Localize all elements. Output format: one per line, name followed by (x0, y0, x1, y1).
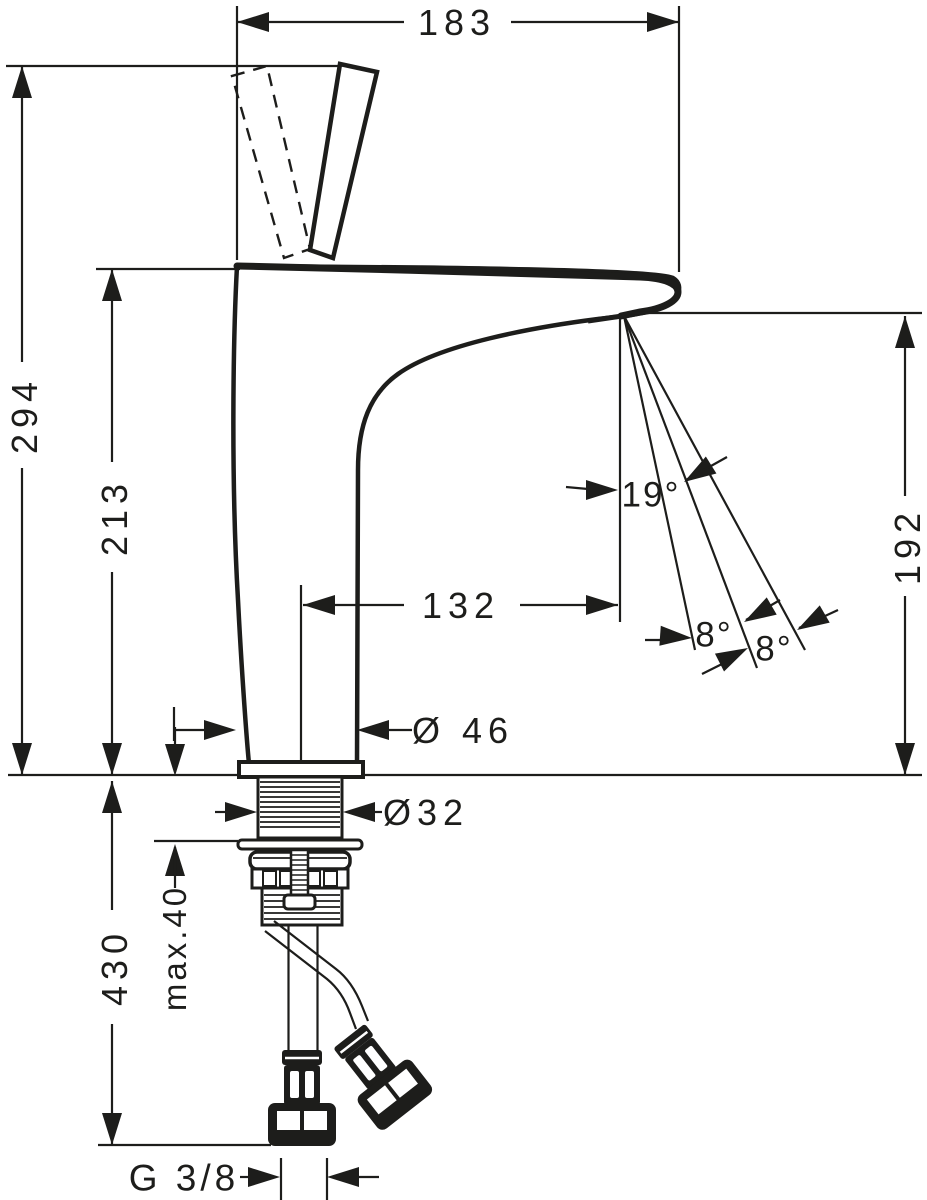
dimension-shank-diameter: Ø32 (215, 792, 469, 833)
stud-thread-hatch (292, 854, 307, 891)
hose-diagonal-wall-a (273, 920, 370, 1022)
angle-line-1 (622, 315, 697, 651)
dimension-outlet-height: 192 (630, 311, 927, 775)
angle-label-8-second: 8° (755, 630, 792, 669)
arrowhead (327, 1167, 359, 1187)
body-outline (231, 263, 682, 767)
dim-label-294: 294 (4, 376, 45, 454)
arrowhead (895, 743, 915, 775)
arrowhead (165, 744, 185, 776)
arrowhead (248, 1167, 280, 1187)
arrowhead (357, 720, 389, 740)
dim-label-dia32: Ø32 (383, 792, 469, 833)
hose-vertical (287, 925, 319, 1051)
leader (685, 456, 728, 481)
dim-label-213: 213 (94, 478, 135, 556)
spout-angle-fan: 19° 8° 8° (565, 315, 839, 675)
dim-label-132: 132 (422, 585, 500, 626)
arrowhead (343, 802, 375, 822)
dimension-angle-step-2: 8° (701, 605, 839, 675)
mounting-shank (237, 760, 365, 840)
arrowhead (12, 66, 32, 98)
stud-nut (282, 893, 317, 911)
dim-label-192: 192 (887, 507, 927, 585)
hose-diagonal-wall-b (264, 930, 358, 1030)
mounting-nut-assembly (236, 838, 364, 927)
dimension-body-diameter: Ø 46 (172, 707, 514, 751)
dimension-angle-step-1: 8° (645, 597, 781, 655)
faucet-body (230, 61, 682, 767)
leader (565, 485, 589, 491)
arrowhead (895, 316, 915, 348)
arrowhead (102, 269, 122, 301)
body-base-plate (237, 760, 365, 779)
hose-connector-left (266, 1048, 338, 1148)
arrowhead (102, 781, 122, 813)
dimension-body-height: 213 (94, 267, 240, 775)
dimension-handle-angle: 19° (565, 456, 728, 515)
angle-label-19: 19° (622, 476, 681, 515)
arrowhead (586, 480, 618, 500)
angle-line-3 (623, 315, 806, 651)
dimension-total-height: 294 (4, 64, 338, 775)
dim-label-dia46: Ø 46 (412, 710, 514, 751)
arrowhead (12, 743, 32, 775)
leader (701, 663, 723, 675)
handle-lever (307, 61, 380, 261)
shank-thread-hatch (260, 781, 340, 828)
angle-label-8-first: 8° (695, 616, 732, 655)
leader (798, 609, 839, 629)
arrowhead (586, 595, 618, 615)
arrowhead (237, 12, 269, 32)
handle-lever-alt-position (230, 64, 312, 260)
spout-aerator-edge (587, 313, 623, 324)
body-top-edge (233, 262, 682, 320)
dim-label-g38: G 3/8 (129, 1157, 240, 1198)
arrowhead (659, 625, 693, 648)
arrowhead (204, 720, 236, 740)
supply-hoses (264, 920, 437, 1148)
washer (236, 838, 364, 851)
dim-label-183: 183 (418, 2, 496, 43)
dimension-max-deck-thickness: max.40 (154, 727, 238, 1011)
arrowhead (225, 802, 257, 822)
arrowhead (102, 1113, 122, 1145)
dimension-hose-length: 430 (94, 781, 271, 1147)
hose-connector-right (320, 1013, 437, 1134)
dimension-spout-projection: 132 (299, 585, 618, 760)
leader (745, 599, 781, 621)
dim-label-430: 430 (94, 928, 135, 1006)
dim-label-max40: max.40 (156, 885, 193, 1011)
angle-line-2 (622, 315, 759, 669)
dimension-overall-width: 183 (235, 2, 681, 272)
dimension-connection-thread: G 3/8 (129, 1157, 379, 1200)
arrowhead (102, 743, 122, 775)
arrowhead (647, 12, 679, 32)
